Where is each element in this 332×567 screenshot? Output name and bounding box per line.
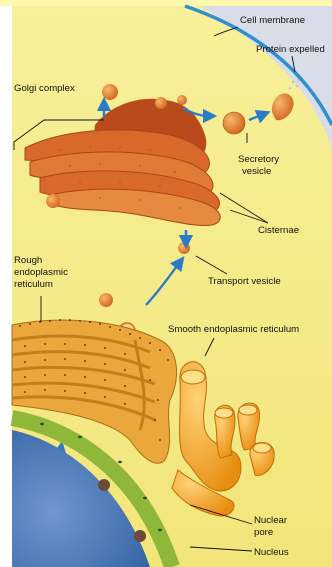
label-nuclear-pore-line1: Nuclear [254, 515, 288, 526]
label-protein-expelled: Protein expelled [256, 44, 325, 55]
label-nucleus: Nucleus [254, 547, 289, 558]
vesicle [155, 97, 167, 109]
vesicle [46, 194, 60, 208]
vesicle [99, 293, 113, 307]
label-rough-er-line1: Rough [14, 255, 42, 266]
label-cisternae: Cisternae [258, 225, 299, 236]
label-transport-vesicle: Transport vesicle [208, 276, 281, 287]
transport-vesicle [178, 242, 190, 254]
label-rough-er-line3: reticulum [14, 279, 53, 290]
label-rough-er-line2: endoplasmic [14, 267, 68, 278]
vesicle [177, 95, 187, 105]
label-cell-membrane: Cell membrane [240, 15, 305, 26]
vesicle [102, 84, 118, 100]
label-golgi-complex: Golgi complex [14, 83, 75, 94]
secretory-vesicle [223, 112, 245, 134]
top-strip [0, 0, 332, 6]
nuclear-pore-complex [134, 530, 146, 542]
label-secretory-vesicle-line2: vesicle [242, 166, 271, 177]
nuclear-pore-complex [98, 479, 110, 491]
label-secretory-vesicle-line1: Secretory [238, 154, 279, 165]
label-smooth-er: Smooth endoplasmic reticulum [168, 324, 299, 335]
label-nuclear-pore-line2: pore [254, 527, 273, 538]
